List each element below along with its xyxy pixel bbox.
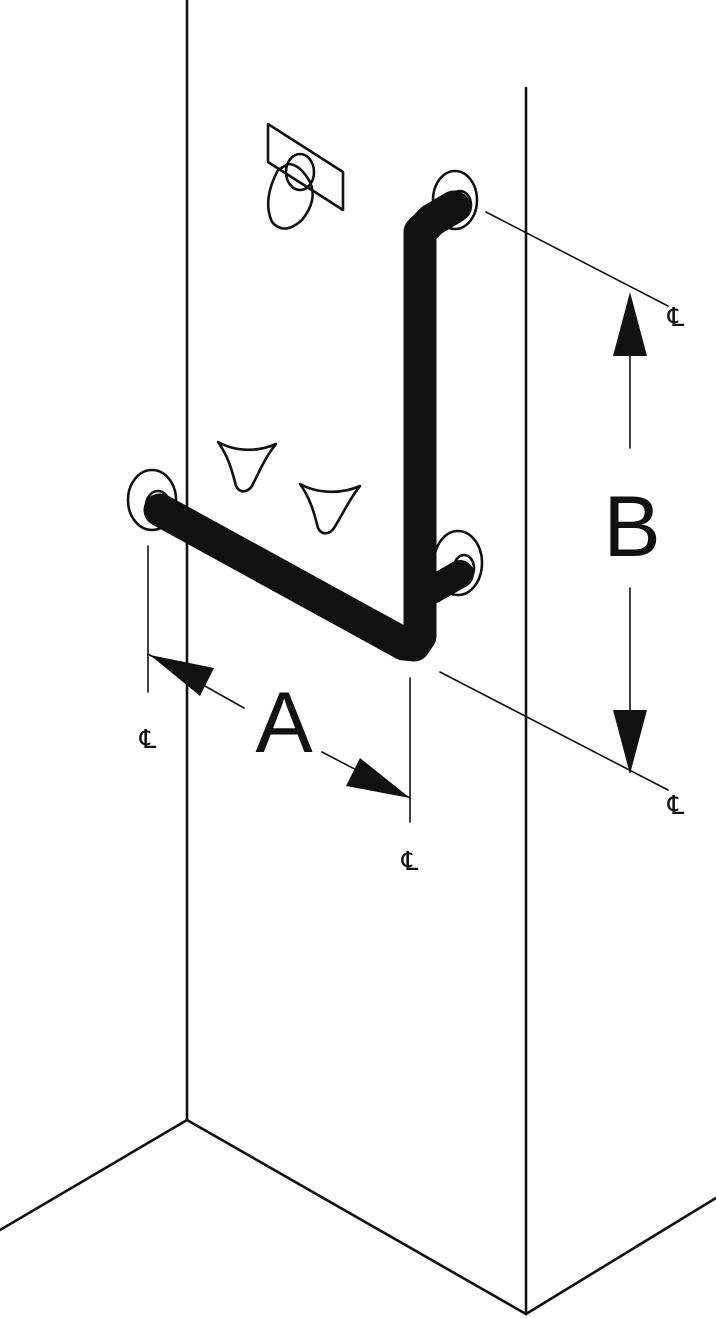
b-arrow-bottom — [613, 710, 647, 774]
dimension-b-label: B — [603, 479, 660, 575]
floor-line-right — [185, 1118, 528, 1316]
shower-head — [266, 122, 345, 230]
centerline-marker-a-right: ℄ — [401, 846, 419, 876]
centerline-marker-b-top: ℄ — [667, 302, 685, 332]
shower-head-neck — [284, 152, 316, 192]
dimension-a-label: A — [255, 675, 313, 771]
b-arrow-top — [613, 292, 647, 356]
floor-line-far — [524, 1196, 716, 1316]
dimension-a: A ℄ ℄ — [139, 545, 419, 876]
centerline-marker-b-bottom: ℄ — [667, 790, 685, 820]
shower-head-plate — [266, 122, 345, 212]
shower-handle-left — [216, 440, 278, 493]
shower-handle-right — [298, 482, 362, 535]
shower-handle — [216, 440, 362, 535]
l-shaped-grab-bar — [126, 169, 484, 662]
middle-flange-inner — [452, 553, 476, 583]
top-flange — [431, 169, 479, 231]
shower-head-nozzle — [266, 162, 314, 230]
b-extension-top — [485, 211, 669, 307]
a-arrow-right — [346, 758, 410, 798]
bar-body — [147, 194, 467, 658]
a-arrow-left — [150, 655, 214, 696]
middle-connector — [418, 564, 470, 602]
dimension-b: B ℄ ℄ — [439, 211, 685, 820]
centerline-marker-a-left: ℄ — [139, 724, 157, 754]
floor-line-left — [0, 1118, 189, 1232]
